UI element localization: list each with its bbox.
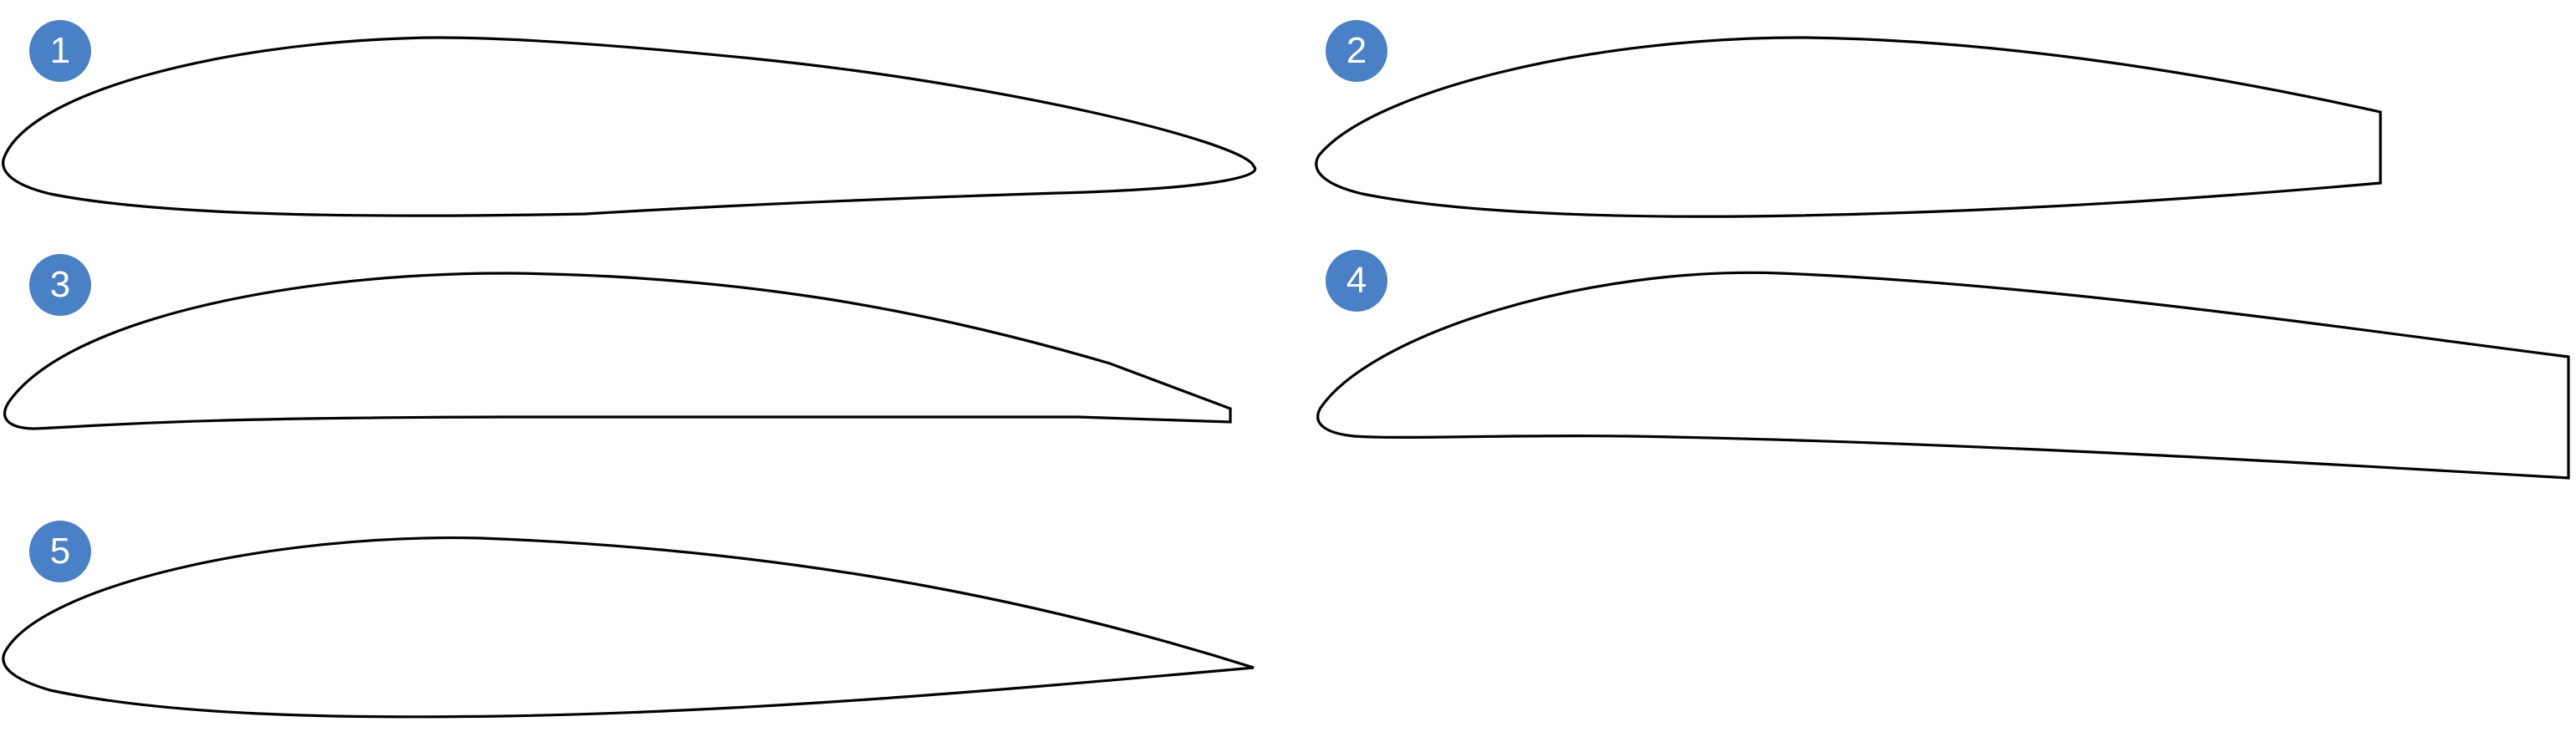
badge-5: 5 bbox=[29, 521, 91, 582]
badge-1: 1 bbox=[29, 20, 91, 82]
badge-2: 2 bbox=[1326, 20, 1387, 82]
airfoil-5-outline bbox=[2, 536, 1255, 719]
badge-3: 3 bbox=[29, 254, 91, 316]
airfoil-1-outline bbox=[2, 36, 1257, 217]
airfoil-4-outline bbox=[1316, 271, 2570, 480]
airfoil-2-outline bbox=[1315, 36, 2382, 218]
airfoil-3-outline bbox=[3, 272, 1232, 430]
badge-4: 4 bbox=[1326, 250, 1387, 312]
